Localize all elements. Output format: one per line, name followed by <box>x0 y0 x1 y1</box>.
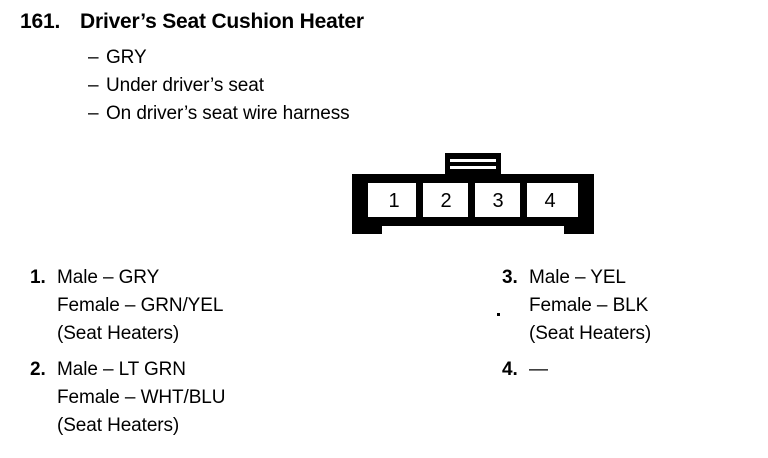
pin-cell-3: 3 <box>492 190 504 212</box>
connector-right-notch <box>578 183 585 226</box>
legend-text: Male – GRY <box>57 267 160 288</box>
connector-latch-tab <box>445 153 501 175</box>
connector-right-foot <box>564 225 594 234</box>
legend-text: Female – WHT/BLU <box>57 387 226 408</box>
connector-top-wall <box>352 174 594 183</box>
legend-line: 1. Male – GRY <box>30 264 225 292</box>
legend-text: Female – GRN/YEL <box>57 295 224 316</box>
page-title: 161. Driver’s Seat Cushion Heater <box>20 10 364 34</box>
dash-icon: – <box>88 103 99 124</box>
legend-entry-4: 4. — <box>502 356 651 384</box>
header-bullet-list: –GRY –Under driver’s seat –On driver’s s… <box>88 44 350 128</box>
pin-divider <box>468 183 475 217</box>
legend-number: 1. <box>30 267 46 288</box>
pin-cell-1: 1 <box>388 190 400 212</box>
pin-legend-left: 1. Male – GRY Female – GRN/YEL (Seat Heat… <box>30 264 225 448</box>
legend-entry-3: 3. Male – YEL Female – BLK (Seat Heaters) <box>502 264 651 348</box>
list-item: –GRY <box>88 44 350 72</box>
legend-text: Male – YEL <box>529 267 626 288</box>
bullet-label: Under driver’s seat <box>106 75 264 96</box>
legend-entry-2: 2. Male – LT GRN Female – WHT/BLU (Seat H… <box>30 356 225 440</box>
legend-line: 4. — <box>502 356 651 384</box>
pin-divider <box>520 183 527 217</box>
legend-number: 3. <box>502 267 518 288</box>
legend-entry-1: 1. Male – GRY Female – GRN/YEL (Seat Heat… <box>30 264 225 348</box>
legend-text: Male – LT GRN <box>57 359 186 380</box>
legend-line: (Seat Heaters) <box>30 320 225 348</box>
legend-line: Female – WHT/BLU <box>30 384 225 412</box>
scan-artifact-speck <box>497 313 500 316</box>
latch-slit <box>450 159 496 162</box>
legend-text: (Seat Heaters) <box>57 323 180 344</box>
legend-number: 4. <box>502 359 518 380</box>
legend-number: 2. <box>30 359 46 380</box>
pin-cell-4: 4 <box>544 190 556 212</box>
legend-line: 2. Male – LT GRN <box>30 356 225 384</box>
pin-divider <box>416 183 423 217</box>
legend-line: 3. Male – YEL <box>502 264 651 292</box>
bullet-label: GRY <box>106 47 147 68</box>
connector-bottom-wall <box>368 217 578 226</box>
legend-line: Female – GRN/YEL <box>30 292 225 320</box>
pin-cell-2: 2 <box>440 190 452 212</box>
pin-cells: 1 2 3 4 <box>368 183 578 217</box>
list-item: –On driver’s seat wire harness <box>88 100 350 128</box>
legend-text: Female – BLK <box>529 295 649 316</box>
connector-left-wall <box>352 174 361 234</box>
dash-icon: – <box>88 75 99 96</box>
list-item: –Under driver’s seat <box>88 72 350 100</box>
connector-diagram: 1 2 3 4 <box>352 153 594 241</box>
legend-text: (Seat Heaters) <box>57 415 180 436</box>
legend-line: Female – BLK <box>502 292 651 320</box>
connector-left-foot <box>352 225 382 234</box>
connector-left-notch <box>361 183 368 226</box>
latch-slit <box>450 166 496 169</box>
legend-text: — <box>529 359 548 380</box>
page-title-text: Driver’s Seat Cushion Heater <box>80 10 364 33</box>
legend-line: (Seat Heaters) <box>502 320 651 348</box>
bullet-label: On driver’s seat wire harness <box>106 103 350 124</box>
legend-text: (Seat Heaters) <box>529 323 652 344</box>
connector-right-wall <box>585 174 594 234</box>
dash-icon: – <box>88 47 99 68</box>
page-title-number: 161. <box>20 10 61 33</box>
pin-legend-right: 3. Male – YEL Female – BLK (Seat Heaters)… <box>502 264 651 392</box>
legend-line: (Seat Heaters) <box>30 412 225 440</box>
